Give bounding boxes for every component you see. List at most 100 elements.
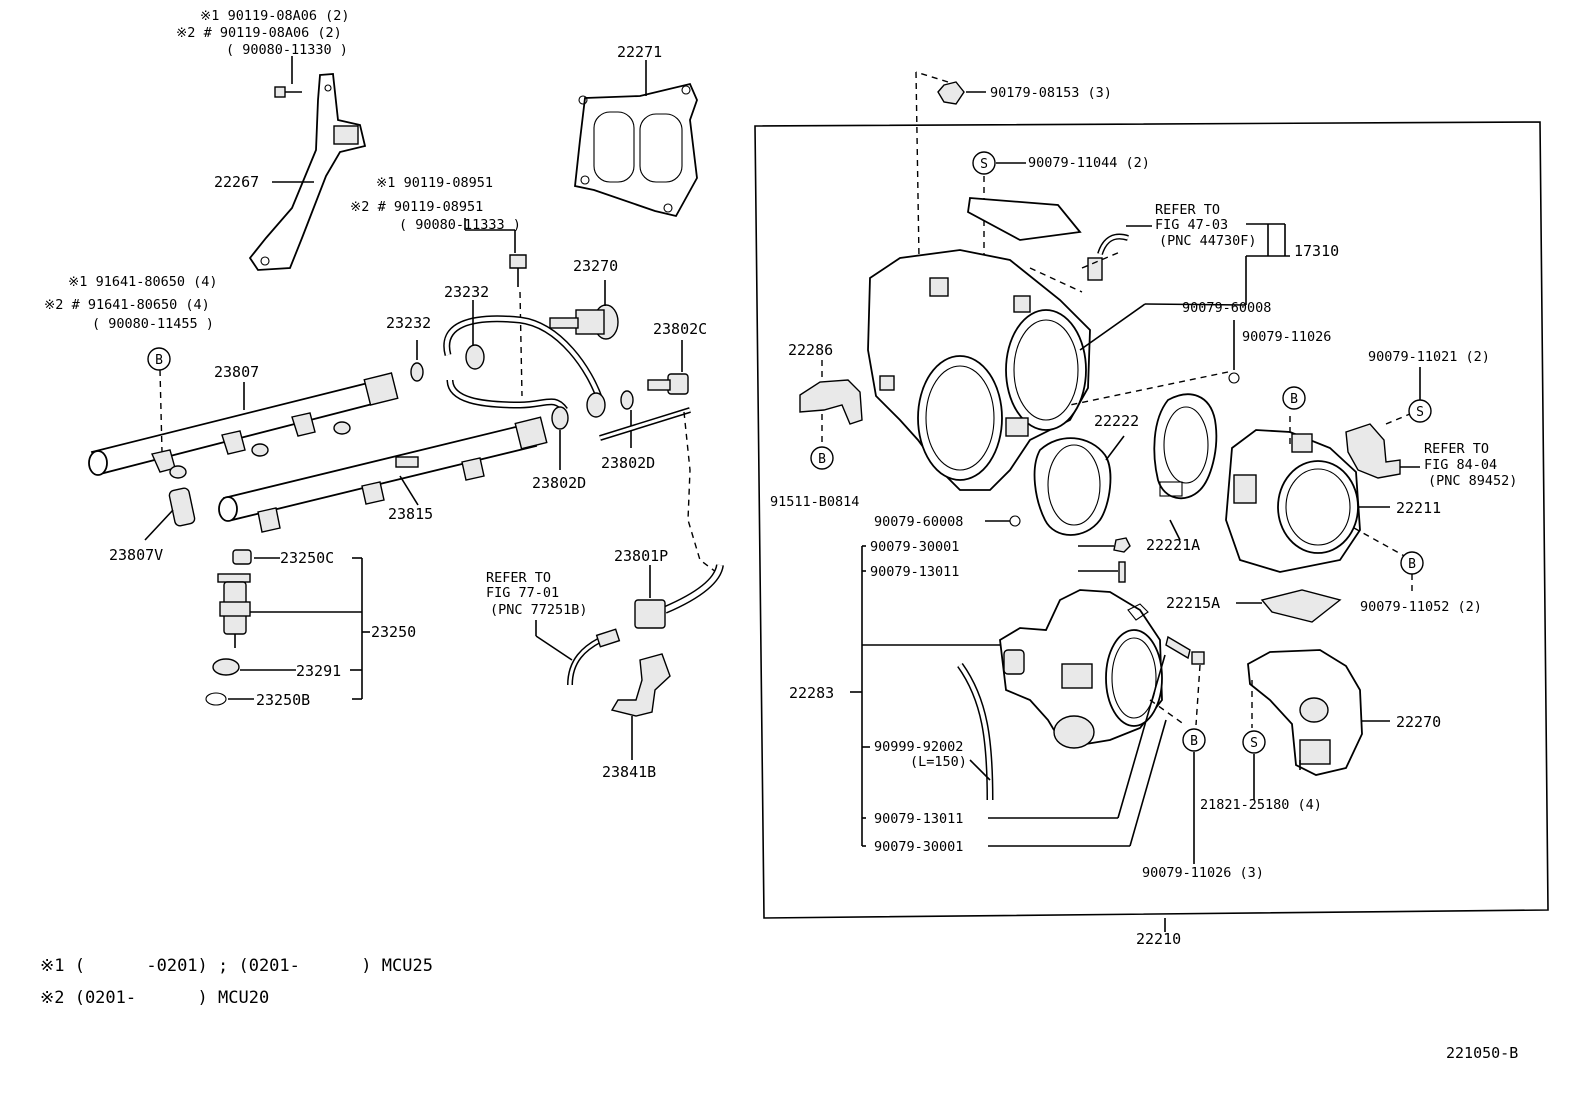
s-marker-21821: S [1242,730,1266,754]
label-23807v: 23807V [109,546,163,564]
label-90079-11026-b: 90079-11026 (3) [1142,865,1264,881]
label-hdr-c2: ※2 # 91641-80650 (4) [44,297,210,313]
label-hdr-b1: ※1 90119-08951 [376,175,493,191]
nut-90179-08153 [915,71,986,321]
label-ref77-1: REFER TO [486,570,551,586]
label-23802d-a: 23802D [601,454,655,472]
fuel-hose-23801P [599,407,724,629]
assembly-frame-22210 [754,121,1549,919]
label-90079-11026-a: 90079-11026 [1242,329,1331,345]
label-ref84-1: REFER TO [1424,441,1489,457]
delivery-pipe-23815 [218,416,548,533]
injector-23250 [205,549,252,706]
label-ref47-2: FIG 47-03 [1155,217,1228,233]
label-hdr-a2: ※2 # 90119-08A06 (2) [176,25,342,41]
b-marker-90079-11026-lower: B [1182,728,1206,752]
label-90079-60008-b: 90079-60008 [874,514,963,530]
svg-text:B: B [1190,734,1198,749]
label-22211: 22211 [1396,499,1441,517]
gasket-23802D-lower [551,406,569,430]
label-ref84-2: FIG 84-04 [1424,457,1497,473]
bolt-90119-08A06 [274,56,302,98]
label-90079-11052: 90079-11052 (2) [1360,599,1482,615]
label-17310: 17310 [1294,242,1339,260]
label-23250b: 23250B [256,691,310,709]
label-ref84-3: (PNC 89452) [1428,473,1517,489]
label-90079-11044: 90079-11044 (2) [1028,155,1150,171]
gasket-22271 [574,82,698,218]
label-23232-a: 23232 [444,283,489,301]
sensor-pnc-89452 [1345,367,1421,479]
svg-text:B: B [155,353,163,368]
label-23250: 23250 [371,623,416,641]
gasket-23802D [620,390,634,410]
washer-90079-60008 [1228,372,1240,384]
bolt-90119-08951 [464,218,527,397]
gasket-22221A [1153,393,1218,541]
washer-90079-60008-lower [1009,515,1021,527]
svg-text:B: B [1290,392,1298,407]
stud-90079-13011 [1118,561,1126,583]
label-90079-60008-a: 90079-60008 [1182,300,1271,316]
union-bolt-23802C [647,340,689,395]
label-90079-13011-a: 90079-13011 [870,564,959,580]
label-23250c: 23250C [280,549,334,567]
gasket-22222 [1033,435,1125,536]
nut-90079-30001 [1113,537,1131,553]
label-23291: 23291 [296,662,341,680]
label-90079-11021: 90079-11021 (2) [1368,349,1490,365]
label-hdr-a3: ( 90080-11330 ) [226,42,348,58]
label-ref77-2: FIG 77-01 [486,585,559,601]
b-marker-23807: B [147,347,171,371]
label-90079-30001-b: 90079-30001 [874,839,963,855]
delivery-pipe-23807 [88,372,399,479]
label-hdr-b3: ( 90080-11333 ) [399,217,521,233]
label-23807: 23807 [214,363,259,381]
bracket-22267 [248,73,367,271]
label-22215a: 22215A [1166,594,1220,612]
vsv-23807V [144,487,196,541]
throttle-body-22283 [999,589,1205,749]
label-22267: 22267 [214,173,259,191]
svg-text:S: S [980,157,988,172]
label-ref47-3: (PNC 44730F) [1159,233,1257,249]
figure-id: 221050-B [1446,1044,1518,1062]
s-marker-90079-11021: S [1408,399,1432,423]
label-22221a: 22221A [1146,536,1200,554]
clip-23841B [610,653,671,760]
label-ref77-3: (PNC 77251B) [490,602,588,618]
label-90079-30001-a: 90079-30001 [870,539,959,555]
svg-text:S: S [1250,736,1258,751]
label-90999-1: 90999-92002 [874,739,963,755]
label-hdr-b2: ※2 # 90119-08951 [350,199,483,215]
b-marker-91511: B [810,446,834,470]
gasket-23232 [410,362,424,382]
label-90179: 90179-08153 (3) [990,85,1112,101]
label-23802d-b: 23802D [532,474,586,492]
label-hdr-a1: ※1 90119-08A06 (2) [200,8,349,24]
bracket-22286 [799,360,863,446]
throttle-motor-22211 [1225,429,1390,573]
label-23841b: 23841B [602,763,656,781]
footnote-2: ※2 (0201- ) MCU20 [40,988,269,1008]
label-23801p: 23801P [614,547,668,565]
footnote-1: ※1 ( -0201) ; (0201- ) MCU25 [40,956,433,976]
svg-text:B: B [818,452,826,467]
label-22222: 22222 [1094,412,1139,430]
label-hdr-c3: ( 90080-11455 ) [92,316,214,332]
label-22271: 22271 [617,43,662,61]
label-22283: 22283 [789,684,834,702]
label-hdr-c1: ※1 91641-80650 (4) [68,274,217,290]
label-21821: 21821-25180 (4) [1200,797,1322,813]
b-marker-90079-11026: B [1282,386,1306,410]
fuel-pipe-23232 [443,315,606,418]
svg-text:S: S [1416,405,1424,420]
label-22270: 22270 [1396,713,1441,731]
label-91511: 91511-B0814 [770,494,859,510]
b-marker-90079-11052: B [1400,551,1424,575]
pulsation-damper-23270 [549,280,619,340]
label-23815: 23815 [388,505,433,523]
idle-control-valve-22270 [1247,649,1390,776]
label-ref47-1: REFER TO [1155,202,1220,218]
